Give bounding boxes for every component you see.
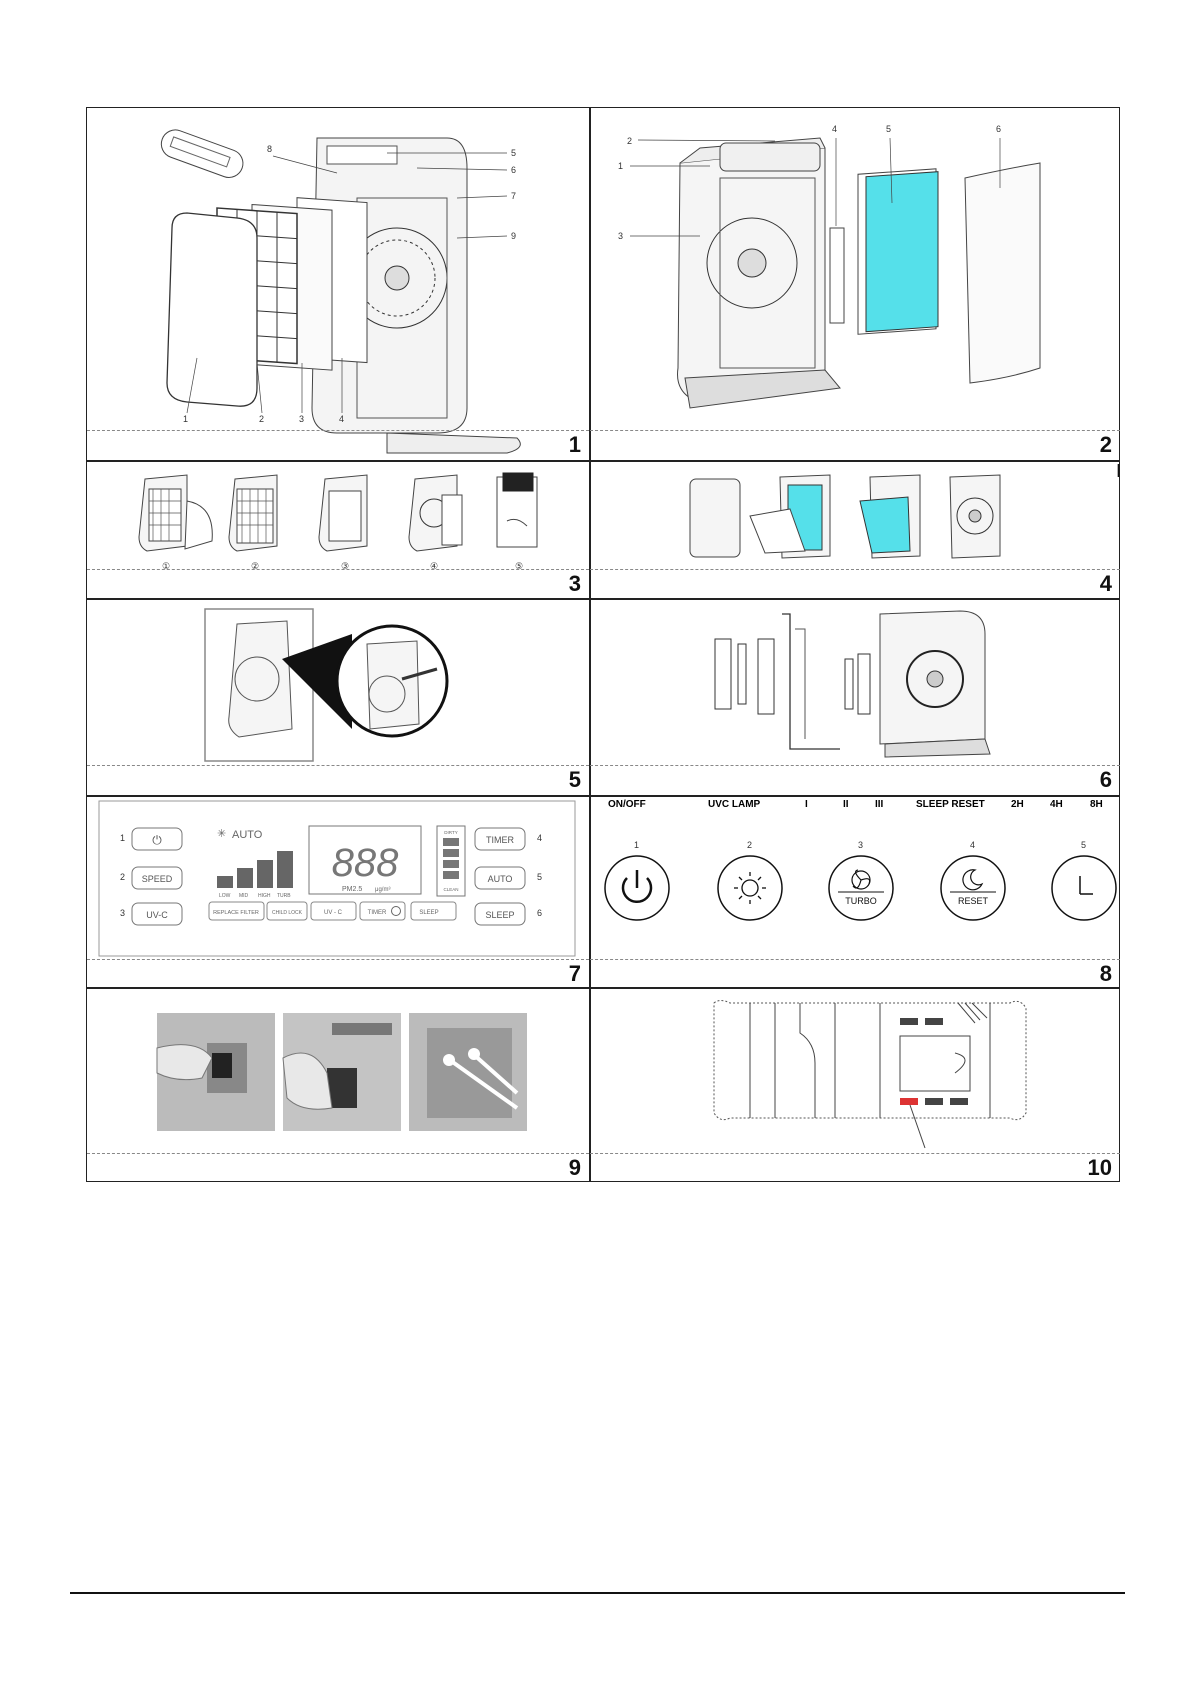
figure-number: 7 [569, 963, 581, 985]
figure-6: 6 [590, 599, 1120, 795]
speed-button-label: SPEED [142, 874, 173, 884]
figure-3: ① ② ③ ④ ⑤ 3 [87, 461, 589, 598]
button-number-2: 2 [120, 872, 125, 882]
uvc-lamp-button[interactable] [718, 856, 782, 920]
button-number-5: 5 [537, 872, 542, 882]
button-number-4: 4 [970, 840, 975, 850]
reset-label: RESET [958, 896, 989, 906]
uvc-indicator: UV - C [324, 910, 343, 916]
callout-9: 9 [511, 231, 516, 241]
step-2-illustration [229, 475, 277, 551]
speed-level-mid: MID [239, 893, 249, 899]
back-filter-replacement-sequence [590, 461, 1120, 598]
figure-number: 9 [569, 1157, 581, 1179]
figure-number: 8 [1100, 963, 1112, 985]
step-5-illustration [497, 473, 537, 547]
turbo-label: TURBO [845, 896, 877, 906]
figure-number: 6 [1100, 769, 1112, 791]
replace-filter-indicator: REPLACE FILTER [213, 910, 259, 916]
timer-button-label: TIMER [486, 835, 514, 845]
child-lock-indicator: CHILD LOCK [272, 910, 303, 916]
button-number-6: 6 [537, 908, 542, 918]
callout-4: 4 [832, 124, 837, 134]
pm-unit: μg/m³ [375, 887, 390, 893]
button-number-3: 3 [858, 840, 863, 850]
callout-8: 8 [267, 144, 272, 154]
figure-8: ON/OFF UVC LAMP I II III SLEEP RESET 2H … [590, 796, 1120, 987]
footer-rule [70, 1592, 1125, 1594]
speed-level-high: HIGH [258, 893, 271, 899]
auto-indicator-icon: ✳ [217, 828, 226, 840]
filter-removal-sequence: ① ② ③ ④ ⑤ [87, 461, 589, 598]
margin-mark: I [1116, 461, 1121, 482]
exploded-view-illustration: 8 5 6 7 9 1 2 3 4 [87, 108, 589, 460]
sleep-indicator: SLEEP [419, 910, 438, 916]
figure-9: 9 [87, 988, 589, 1183]
figure-number: 2 [1100, 434, 1112, 456]
figure-number: 1 [569, 434, 581, 456]
figure-7: 1 ⏻ 2 SPEED 3 UV-C ✳ AUTO LOW MID HIGH T… [87, 796, 589, 987]
figure-number: 3 [569, 573, 581, 595]
figure-number: 5 [569, 769, 581, 791]
step-4-illustration [409, 475, 462, 551]
button-number-1: 1 [634, 840, 639, 850]
callout-4: 4 [339, 414, 344, 424]
figure-number: 4 [1100, 573, 1112, 595]
header-4h: 4H [1050, 799, 1063, 810]
header-sleep-reset: SLEEP RESET [916, 799, 985, 810]
disassembly-illustration: 2 1 3 4 5 6 [590, 108, 1120, 460]
sleep-reset-button[interactable] [941, 856, 1005, 920]
power-icon: ⏻ [152, 833, 162, 847]
sleep-button-label: SLEEP [485, 910, 514, 920]
header-speed-3: III [875, 799, 884, 810]
callout-3: 3 [618, 231, 623, 241]
callout-6: 6 [996, 124, 1001, 134]
uvc-button-label: UV-C [146, 910, 168, 920]
callout-7: 7 [511, 191, 516, 201]
callout-2: 2 [259, 414, 264, 424]
header-2h: 2H [1011, 799, 1024, 810]
pm-label: PM2.5 [342, 886, 362, 893]
figure-2: 2 1 3 4 5 6 2 [590, 108, 1120, 460]
header-speed-2: II [843, 799, 849, 810]
button-number-5: 5 [1081, 840, 1086, 850]
callout-5: 5 [886, 124, 891, 134]
figure-number: 10 [1088, 1157, 1112, 1179]
timer-indicator: TIMER [368, 910, 387, 916]
pm-display-digits: 888 [332, 841, 399, 885]
header-on-off: ON/OFF [608, 799, 646, 810]
step-1-illustration [139, 475, 212, 551]
figure-sheet: 8 5 6 7 9 1 2 3 4 1 [86, 107, 1120, 1182]
callout-6: 6 [511, 165, 516, 175]
speed-level-turbo: TURB [277, 893, 291, 899]
turbo-button[interactable] [829, 856, 893, 920]
figure-5: 5 [87, 599, 589, 795]
callout-1: 1 [183, 414, 188, 424]
callout-5: 5 [511, 148, 516, 158]
callout-1: 1 [618, 161, 623, 171]
speed-level-low: LOW [219, 893, 231, 899]
figure-10: 10 [590, 988, 1120, 1183]
auto-indicator-label: AUTO [232, 829, 263, 841]
callout-2: 2 [627, 136, 632, 146]
button-number-4: 4 [537, 833, 542, 843]
header-uvc-lamp: UVC LAMP [708, 799, 761, 810]
header-8h: 8H [1090, 799, 1103, 810]
timer-button[interactable] [1052, 856, 1116, 920]
step-3-illustration [319, 475, 367, 551]
air-quality-dirty-label: DIRTY [444, 830, 457, 835]
air-quality-clean-label: CLEAN [443, 887, 458, 892]
header-speed-1: I [805, 799, 808, 810]
auto-button-label: AUTO [488, 874, 513, 884]
button-number-2: 2 [747, 840, 752, 850]
figure-4: 4 [590, 461, 1120, 598]
button-number-1: 1 [120, 833, 125, 843]
figure-1: 8 5 6 7 9 1 2 3 4 1 [87, 108, 589, 460]
button-number-3: 3 [120, 908, 125, 918]
callout-3: 3 [299, 414, 304, 424]
